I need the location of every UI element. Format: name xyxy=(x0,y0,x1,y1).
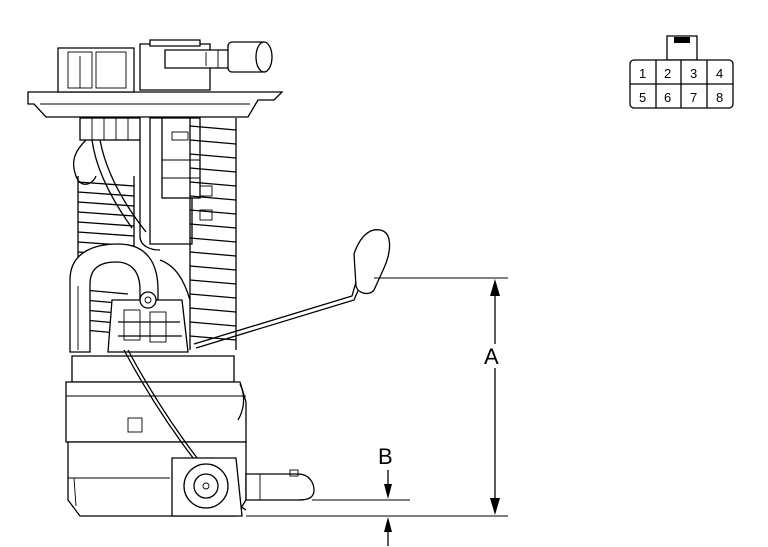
pin-8: 8 xyxy=(716,90,723,105)
pin-1: 1 xyxy=(639,66,646,81)
pin-6: 6 xyxy=(664,90,671,105)
mounting-flange xyxy=(27,39,284,118)
pin-4: 4 xyxy=(716,66,723,81)
right-spring xyxy=(189,118,237,350)
pin-2: 2 xyxy=(664,66,671,81)
pin-5: 5 xyxy=(639,90,646,105)
dimension-a: A xyxy=(246,277,508,517)
float-arm xyxy=(193,229,391,349)
pin-3: 3 xyxy=(690,66,697,81)
valve-cluster xyxy=(107,259,191,353)
label-b: B xyxy=(378,444,393,469)
center-column xyxy=(139,117,201,251)
level-sender xyxy=(171,457,315,517)
fuel-pump-assembly xyxy=(27,39,391,517)
label-a: A xyxy=(484,344,499,369)
pin-7: 7 xyxy=(690,90,697,105)
dimension-b: B xyxy=(312,444,410,546)
connector-pinout: 1 2 3 4 5 6 7 8 xyxy=(629,35,734,109)
